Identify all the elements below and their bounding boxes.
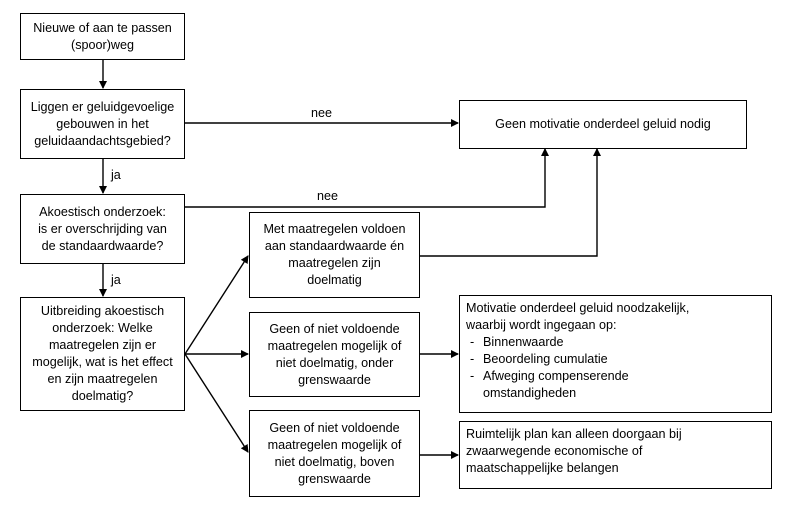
extended-study-box: Uitbreiding akoestisch onderzoek: Welke … <box>20 297 185 411</box>
question-acoustic-study-box: Akoestisch onderzoek: is er overschrijdi… <box>20 194 185 264</box>
motivation-item: Beoordeling cumulatie <box>466 351 765 368</box>
label-ja-q1: ja <box>111 168 121 182</box>
label-nee-q2: nee <box>317 189 339 203</box>
start-box: Nieuwe of aan te passen (spoor)weg <box>20 13 185 60</box>
option-below-limit-box: Geen of niet voldoende maatregelen mogel… <box>249 312 420 397</box>
option-above-limit-box: Geen of niet voldoende maatregelen mogel… <box>249 410 420 497</box>
option-measures-sufficient-box: Met maatregelen voldoen aan standaardwaa… <box>249 212 420 298</box>
question-sensitive-buildings-box: Liggen er geluidgevoelige gebouwen in he… <box>20 89 185 159</box>
spatial-plan-text: Ruimtelijk plan kan alleen doorgaan bij … <box>466 427 682 475</box>
motivation-item: Binnenwaarde <box>466 334 765 351</box>
arrow-opt1-to-no-motivation <box>420 148 601 257</box>
label-nee-q1: nee <box>311 106 333 120</box>
start-box-text: Nieuwe of aan te passen (spoor)weg <box>33 20 172 52</box>
arrow-q3-to-opt3 <box>184 353 249 453</box>
question-sensitive-buildings-text: Liggen er geluidgevoelige gebouwen in he… <box>30 99 175 148</box>
option-below-limit-text: Geen of niet voldoende maatregelen mogel… <box>267 321 402 387</box>
extended-study-text: Uitbreiding akoestisch onderzoek: Welke … <box>32 304 173 403</box>
option-measures-sufficient-text: Met maatregelen voldoen aan standaardwaa… <box>263 222 406 287</box>
spatial-plan-box: Ruimtelijk plan kan alleen doorgaan bij … <box>459 421 772 489</box>
option-above-limit-text: Geen of niet voldoende maatregelen mogel… <box>267 420 402 486</box>
arrow-q2-to-no-motivation <box>185 148 549 208</box>
no-motivation-text: Geen motivatie onderdeel geluid nodig <box>495 117 711 131</box>
motivation-item: Afweging compenserende omstandigheden <box>466 368 765 402</box>
motivation-required-box: Motivatie onderdeel geluid noodzakelijk,… <box>459 295 772 413</box>
arrow-q3-to-opt1 <box>184 255 249 355</box>
no-motivation-box: Geen motivatie onderdeel geluid nodig <box>459 100 747 149</box>
question-acoustic-study-text: Akoestisch onderzoek: is er overschrijdi… <box>38 204 167 253</box>
label-ja-q2: ja <box>111 273 121 287</box>
motivation-items: Binnenwaarde Beoordeling cumulatie Afweg… <box>466 334 765 402</box>
motivation-heading: Motivatie onderdeel geluid noodzakelijk,… <box>466 301 690 332</box>
